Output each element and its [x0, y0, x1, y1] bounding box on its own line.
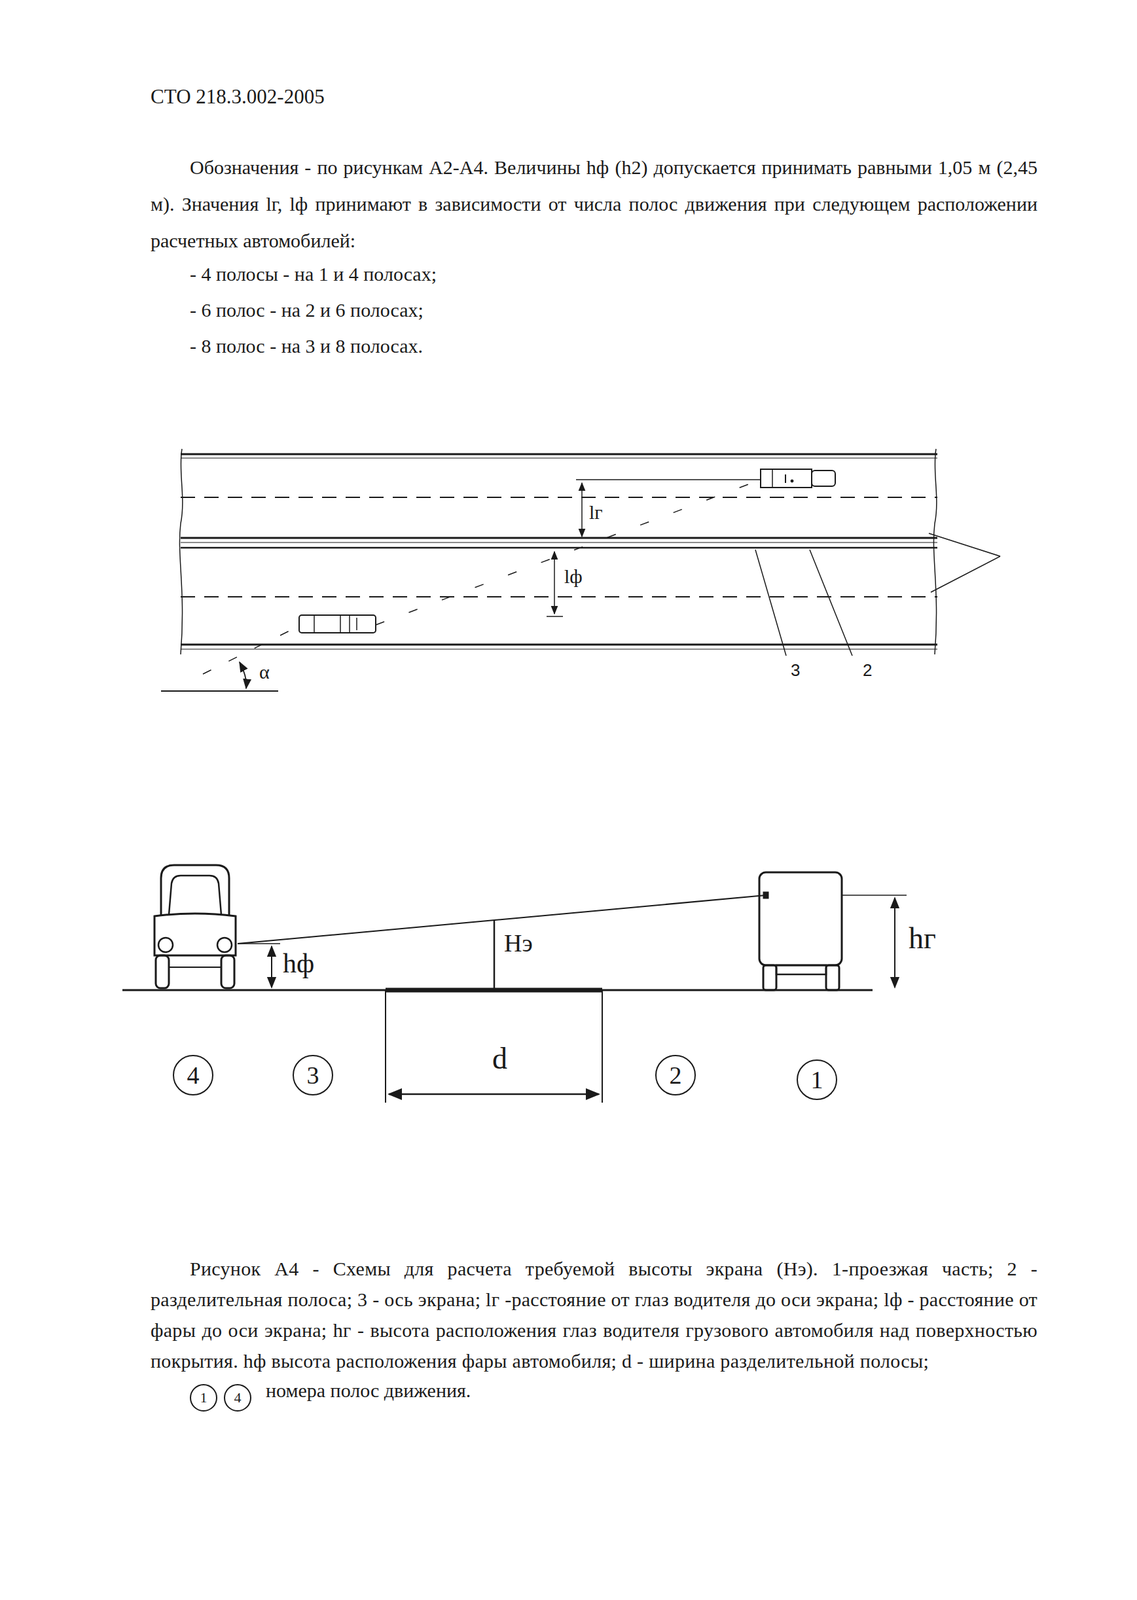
callout-number: 3: [790, 661, 800, 681]
road-plan: [161, 449, 1001, 692]
callout-number: 2: [862, 661, 872, 681]
dimension-label: d: [492, 1042, 508, 1077]
list-item: - 6 полос - на 2 и 6 полосах;: [189, 299, 424, 323]
figure-caption: Рисунок А4 - Схемы для расчета требуемой…: [150, 1253, 1038, 1377]
lane-number: 4: [187, 1063, 200, 1088]
lane-number: 1: [200, 1390, 208, 1406]
lane-number: 2: [669, 1063, 683, 1088]
lane-number-circle: 1: [796, 1059, 838, 1101]
lane-number-circle: 4: [223, 1384, 252, 1412]
lane-number-circle: 2: [655, 1055, 696, 1096]
angle-label: α: [259, 661, 270, 685]
lane-number-circle: 1: [189, 1384, 218, 1412]
cross-section: [122, 865, 907, 1103]
dimension-label: lг: [589, 501, 603, 525]
dimension-label: Hэ: [504, 929, 533, 959]
lane-number: 4: [234, 1390, 242, 1406]
body-paragraph: Обозначения - по рисункам А2-А4. Величин…: [150, 149, 1038, 260]
dimension-label: hф: [282, 947, 315, 980]
lane-number: 3: [306, 1063, 320, 1088]
list-item: - 4 полосы - на 1 и 4 полосах;: [189, 263, 437, 287]
legend-text: номера полос движения.: [265, 1379, 471, 1403]
page-header: СТО 218.3.002-2005: [150, 85, 325, 109]
dimension-label: hг: [908, 921, 937, 957]
lane-number-circle: 3: [292, 1055, 334, 1096]
list-item: - 8 полос - на 3 и 8 полосах.: [189, 335, 423, 359]
dimension-label: lф: [564, 565, 583, 589]
lane-number: 1: [811, 1067, 824, 1093]
lane-number-circle: 4: [172, 1055, 214, 1096]
